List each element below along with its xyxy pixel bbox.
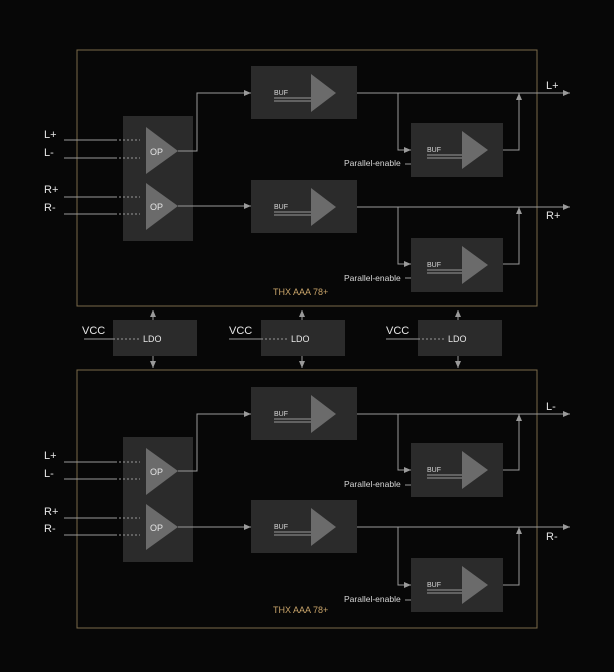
input-label: L- [44, 147, 54, 159]
op-triangle [146, 504, 178, 550]
input-label: L+ [44, 450, 57, 462]
buf-triangle [311, 74, 336, 112]
op-block-bottom [123, 437, 193, 562]
ldo-block [113, 320, 197, 356]
op-block-top [123, 116, 193, 241]
buf-triangle [311, 395, 336, 433]
amp-frame-top [76, 49, 538, 307]
buf-label: BUF [427, 147, 441, 154]
op-label: OP [150, 523, 163, 533]
ldo-block [418, 320, 502, 356]
output-label: R- [546, 531, 558, 543]
vcc-label: VCC [229, 325, 252, 337]
buf-block [411, 558, 503, 612]
input-label: R- [44, 202, 56, 214]
amp-frame-bottom [76, 369, 538, 629]
buf-label: BUF [427, 467, 441, 474]
chip-title: THX AAA 78+ [273, 605, 328, 615]
input-label: L+ [44, 129, 57, 141]
ldo-label: LDO [448, 334, 467, 344]
buf-triangle [462, 246, 488, 284]
op-triangle [146, 448, 178, 495]
op-label: OP [150, 147, 163, 157]
vcc-label: VCC [386, 325, 409, 337]
chip-title: THX AAA 78+ [273, 287, 328, 297]
output-label: L- [546, 401, 556, 413]
buf-label: BUF [427, 582, 441, 589]
vcc-label: VCC [82, 325, 105, 337]
op-triangle [146, 183, 178, 230]
parallel-enable-label: Parallel-enable [344, 479, 401, 489]
buf-label: BUF [274, 90, 288, 97]
ldo-row: VCC VCC VCC LDO LDO LDO [82, 310, 502, 368]
buf-block [251, 66, 357, 119]
buf-label: BUF [274, 204, 288, 211]
buf-block [251, 180, 357, 233]
buf-block [411, 123, 503, 177]
input-label: R+ [44, 184, 58, 196]
ldo-label: LDO [143, 334, 162, 344]
op-triangle [146, 127, 178, 174]
amp-bottom: OP OP L+ L- R+ R- BUF BUF BUF BUF [44, 369, 570, 629]
buf-triangle [462, 566, 488, 604]
buf-triangle [311, 508, 336, 546]
input-label: R+ [44, 506, 58, 518]
buf-triangle [311, 188, 336, 226]
buf-block [411, 238, 503, 292]
op-label: OP [150, 202, 163, 212]
buf-label: BUF [274, 524, 288, 531]
buf-triangle [462, 451, 488, 489]
buf-label: BUF [427, 262, 441, 269]
input-label: L- [44, 468, 54, 480]
parallel-enable-label: Parallel-enable [344, 594, 401, 604]
ldo-label: LDO [291, 334, 310, 344]
amp-top: OP OP L+ L- R+ R- BUF BUF BUF BUF [44, 49, 570, 307]
parallel-enable-label: Parallel-enable [344, 273, 401, 283]
buf-label: BUF [274, 411, 288, 418]
buf-block [251, 500, 357, 553]
ldo-block [261, 320, 345, 356]
op-label: OP [150, 467, 163, 477]
buf-triangle [462, 131, 488, 169]
input-label: R- [44, 523, 56, 535]
parallel-enable-label: Parallel-enable [344, 158, 401, 168]
output-label: R+ [546, 210, 560, 222]
buf-block [411, 443, 503, 497]
buf-block [251, 387, 357, 440]
output-label: L+ [546, 80, 559, 92]
